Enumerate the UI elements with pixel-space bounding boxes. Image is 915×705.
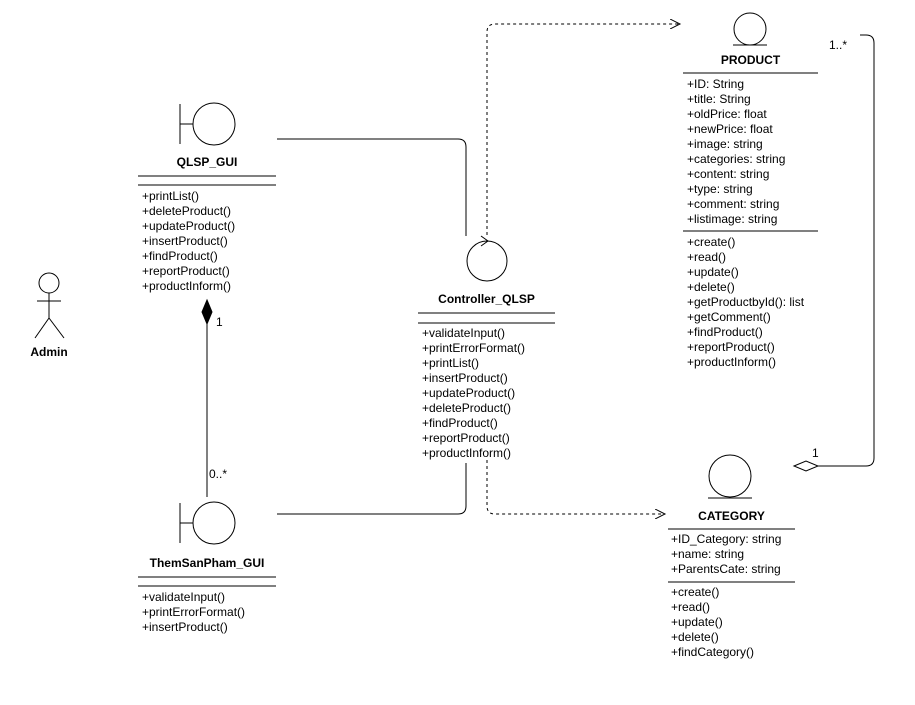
method: +updateProduct() (142, 219, 236, 233)
qlsp-controller-association (277, 138, 467, 236)
qlsp-gui-boundary-icon (179, 102, 236, 146)
method: +findProduct() (142, 249, 218, 263)
product-methods: +create() +read() +update() +delete() +g… (687, 235, 804, 370)
method: +insertProduct() (142, 620, 228, 634)
method: +deleteProduct() (422, 401, 512, 415)
multiplicity-qlsp-composition: 1 (216, 315, 223, 329)
method: +printList() (142, 189, 200, 203)
controller-qlsp-control-icon (466, 235, 508, 282)
method: +delete() (687, 280, 735, 294)
themsanpham-controller-association (277, 463, 467, 515)
admin-actor-icon (34, 272, 65, 339)
product-entity-icon (733, 12, 767, 46)
multiplicity-themsanpham-end: 0..* (209, 467, 228, 481)
method: +productInform() (687, 355, 777, 369)
attribute: +ParentsCate: string (671, 562, 781, 576)
method: +read() (687, 250, 727, 264)
method: +deleteProduct() (142, 204, 232, 218)
multiplicity-category-aggregation: 1 (812, 446, 819, 460)
product-title: PRODUCT (720, 53, 781, 67)
attribute: +listimage: string (687, 212, 778, 226)
method: +printErrorFormat() (142, 605, 246, 619)
category-methods: +create() +read() +update() +delete() +f… (671, 585, 754, 660)
controller-qlsp-title: Controller_QLSP (438, 292, 535, 306)
method: +create() (671, 585, 720, 599)
category-entity-icon (708, 454, 752, 499)
attribute: +ID: String (687, 77, 745, 91)
method: +productInform() (142, 279, 232, 293)
actor-label: Admin (30, 345, 68, 359)
attribute: +type: string (687, 182, 753, 196)
attribute: +image: string (687, 137, 763, 151)
method: +update() (687, 265, 739, 279)
method: +create() (687, 235, 736, 249)
method: +reportProduct() (687, 340, 775, 354)
method: +validateInput() (142, 590, 226, 604)
attribute: +categories: string (687, 152, 786, 166)
method: +printErrorFormat() (422, 341, 526, 355)
method: +read() (671, 600, 711, 614)
attribute: +name: string (671, 547, 745, 561)
method: +validateInput() (422, 326, 506, 340)
method: +findProduct() (422, 416, 498, 430)
controller-product-dependency (486, 24, 680, 235)
controller-qlsp-methods: +validateInput() +printErrorFormat() +pr… (422, 326, 525, 461)
category-attributes: +ID_Category: string +name: string +Pare… (671, 532, 781, 577)
method: +getComment() (687, 310, 771, 324)
controller-category-dependency (486, 460, 665, 514)
method: +reportProduct() (422, 431, 510, 445)
qlsp-gui-methods: +printList() +deleteProduct() +updatePro… (142, 189, 235, 294)
method: +getProductbyId(): list (687, 295, 805, 309)
method: +reportProduct() (142, 264, 230, 278)
themsanpham-gui-boundary-icon (179, 501, 236, 545)
themsanpham-gui-title: ThemSanPham_GUI (149, 556, 265, 570)
composition-diamond (201, 298, 213, 326)
method: +updateProduct() (422, 386, 516, 400)
aggregation-diamond (792, 460, 820, 472)
product-category-aggregation (818, 34, 875, 467)
product-attributes: +ID: String +title: String +oldPrice: fl… (687, 77, 785, 227)
attribute: +title: String (687, 92, 751, 106)
attribute: +content: string (687, 167, 770, 181)
attribute: +ID_Category: string (671, 532, 782, 546)
multiplicity-product-end: 1..* (829, 38, 848, 52)
method: +update() (671, 615, 723, 629)
themsanpham-gui-methods: +validateInput() +printErrorFormat() +in… (142, 590, 245, 635)
attribute: +newPrice: float (687, 122, 773, 136)
method: +delete() (671, 630, 719, 644)
method: +findCategory() (671, 645, 755, 659)
category-title: CATEGORY (698, 509, 765, 523)
method: +productInform() (422, 446, 512, 460)
attribute: +oldPrice: float (687, 107, 767, 121)
attribute: +comment: string (687, 197, 780, 211)
qlsp-gui-title: QLSP_GUI (176, 155, 238, 169)
method: +insertProduct() (142, 234, 228, 248)
method: +printList() (422, 356, 480, 370)
method: +insertProduct() (422, 371, 508, 385)
method: +findProduct() (687, 325, 763, 339)
